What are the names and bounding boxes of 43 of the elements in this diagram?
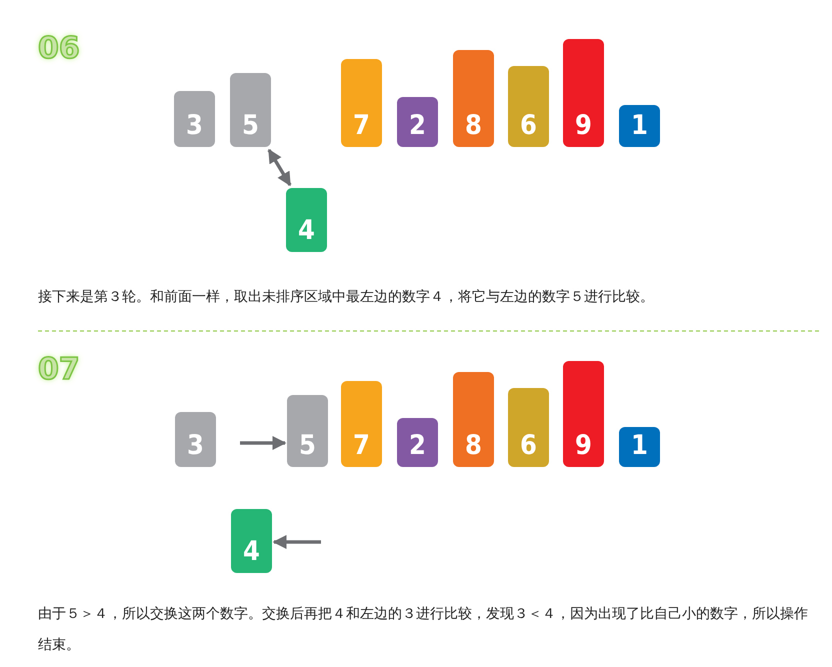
card-number: 9 [575, 112, 592, 139]
number-card [174, 91, 215, 147]
card-number: 4 [243, 538, 260, 565]
number-card [287, 395, 328, 467]
card-number: 1 [631, 432, 648, 459]
number-card [397, 418, 438, 467]
number-card [563, 361, 604, 467]
number-card [619, 105, 660, 147]
card-number: 2 [409, 432, 426, 459]
card-number: 2 [409, 112, 426, 139]
number-card [175, 412, 216, 467]
arrow [240, 436, 286, 450]
number-card [508, 388, 549, 467]
number-card [397, 97, 438, 147]
card-number: 6 [520, 432, 537, 459]
number-card [619, 427, 660, 467]
number-card [563, 39, 604, 147]
card-number: 7 [353, 112, 370, 139]
number-card [341, 381, 382, 467]
caption-text: 接下来是第３轮。和前面一样，取出未排序区域中最左边的数字４，将它与左边的数字５进行比较。 [38, 288, 655, 307]
card-number: 9 [575, 432, 592, 459]
number-card [453, 372, 494, 467]
card-number: 4 [298, 217, 315, 244]
card-number: 7 [353, 432, 370, 459]
number-card [453, 50, 494, 147]
card-number: 3 [187, 432, 204, 459]
card-number: 8 [465, 432, 482, 459]
card-number: 3 [186, 112, 203, 139]
number-card [341, 59, 382, 147]
number-card [230, 73, 271, 147]
step-number: 06 [38, 34, 80, 64]
arrow [268, 148, 292, 186]
arrow [272, 535, 321, 549]
number-card [286, 188, 327, 252]
number-card [231, 509, 272, 573]
step-number: 07 [38, 355, 80, 385]
number-card [508, 66, 549, 147]
card-number: 6 [520, 112, 537, 139]
card-number: 1 [631, 112, 648, 139]
card-number: 8 [465, 112, 482, 139]
caption-text: 由于５＞４，所以交换这两个数字。交换后再把４和左边的３进行比较，发现３＜４，因为出现了比自己小的数字，所以操作结束。 [38, 605, 809, 655]
card-number: 5 [299, 432, 316, 459]
card-number: 5 [242, 112, 259, 139]
